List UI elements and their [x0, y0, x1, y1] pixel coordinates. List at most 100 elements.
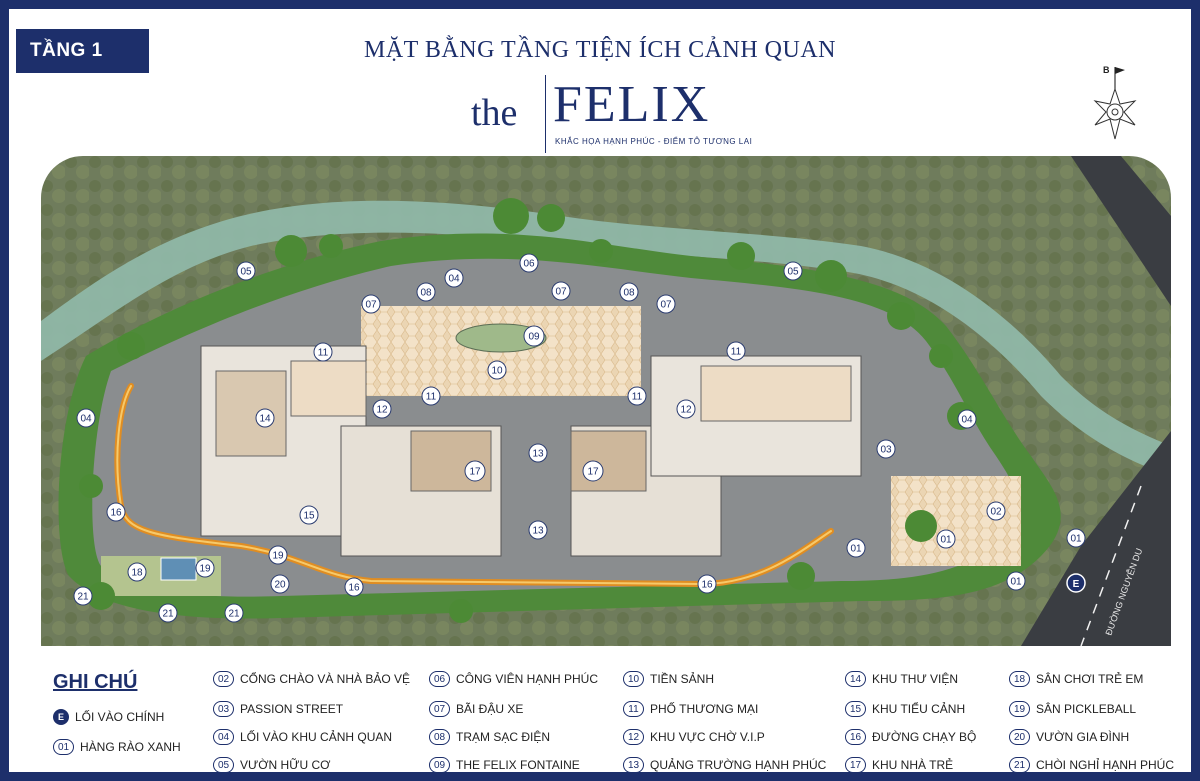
legend-code: 16 [845, 729, 866, 745]
map-marker-label: 04 [448, 274, 460, 285]
map-marker-label: 19 [272, 551, 284, 562]
map-marker-circle [697, 574, 717, 594]
legend-label: LỐI VÀO CHÍNH [75, 710, 165, 724]
map-marker-circle [416, 282, 436, 302]
entrance-marker-label: E [1073, 579, 1080, 590]
legend-label: KHU NHÀ TRẺ [872, 758, 954, 772]
map-marker-label: 14 [259, 414, 271, 425]
map-marker-circle [986, 501, 1006, 521]
road-main [1021, 431, 1171, 646]
legend-code: 14 [845, 671, 866, 687]
map-marker-circle [627, 386, 647, 406]
entrance-marker: E [1066, 573, 1086, 593]
legend-label: SÂN PICKLEBALL [1036, 702, 1137, 716]
legend-title: GHI CHÚ [53, 671, 138, 693]
map-marker-circle [551, 281, 571, 301]
legend-label: SÂN CHƠI TRẺ EM [1036, 672, 1144, 686]
map-marker: 12 [676, 399, 696, 419]
legend-label: HÀNG RÀO XANH [80, 740, 181, 754]
map-marker-circle [487, 360, 507, 380]
map-marker: 14 [255, 408, 275, 428]
map-marker: 11 [313, 342, 333, 362]
tree-cluster [79, 198, 975, 623]
map-marker-label: 04 [80, 414, 92, 425]
map-marker-label: 21 [228, 609, 240, 620]
map-marker: 05 [783, 261, 803, 281]
legend-code: 18 [1009, 671, 1030, 687]
map-marker-label: 05 [240, 267, 252, 278]
legend-label: KHU THƯ VIỆN [872, 672, 959, 686]
logo-divider [545, 75, 546, 153]
fountain-area [455, 323, 547, 353]
legend-label: VƯỜN HỮU CƠ [240, 758, 331, 772]
map-marker: 08 [416, 282, 436, 302]
map-marker: 11 [726, 341, 746, 361]
map-marker-label: 08 [420, 288, 432, 299]
map-marker-circle [519, 253, 539, 273]
map-marker-label: 16 [701, 580, 713, 591]
map-marker-label: 07 [660, 300, 672, 311]
map-marker-circle [270, 574, 290, 594]
map-marker: 11 [421, 386, 441, 406]
map-marker-circle [957, 409, 977, 429]
map-marker-circle [582, 460, 604, 482]
map-marker: 01 [1066, 528, 1086, 548]
legend-item-14: 14 KHU THƯ VIỆN [845, 671, 958, 687]
map-marker-label: 16 [110, 508, 122, 519]
map-marker-circle [528, 520, 548, 540]
legend-code: 03 [213, 701, 234, 717]
map-marker-circle [619, 282, 639, 302]
legend-label: TRẠM SẠC ĐIỆN [456, 730, 551, 744]
legend-item-08: 08 TRẠM SẠC ĐIỆN [429, 729, 550, 745]
map-marker-circle [361, 294, 381, 314]
map-marker-label: 11 [426, 392, 437, 403]
legend-code: 15 [845, 701, 866, 717]
map-marker: 18 [127, 562, 147, 582]
map-marker: 02 [986, 501, 1006, 521]
legend-code: 08 [429, 729, 450, 745]
map-marker: 09 [523, 325, 545, 347]
page-title: MẶT BẰNG TẦNG TIỆN ÍCH CẢNH QUAN [364, 37, 836, 63]
map-marker-label: 03 [880, 445, 892, 456]
map-marker: 21 [158, 603, 178, 623]
map-marker: 05 [236, 261, 256, 281]
map-marker: 13 [528, 520, 548, 540]
map-marker-circle [1066, 528, 1086, 548]
map-marker: 16 [106, 502, 126, 522]
map-marker-circle [876, 439, 896, 459]
map-marker-label: 05 [787, 267, 799, 278]
map-marker-label: 02 [990, 507, 1002, 518]
legend-code: 02 [213, 671, 234, 687]
map-marker-circle [224, 603, 244, 623]
map-marker: 01 [936, 529, 956, 549]
map-marker-circle [106, 502, 126, 522]
legend-code: 01 [53, 739, 74, 755]
map-marker-circle [127, 562, 147, 582]
legend-label: PHỐ THƯƠNG MẠI [650, 702, 759, 716]
road-diagonal [1071, 156, 1171, 306]
map-marker: 16 [344, 577, 364, 597]
map-marker-circle [444, 268, 464, 288]
legend-main-entry: E LỐI VÀO CHÍNH [53, 709, 164, 725]
map-marker-circle [421, 386, 441, 406]
map-marker-label: 10 [491, 366, 503, 377]
river [41, 200, 1171, 477]
map-marker-label: 18 [131, 568, 143, 579]
map-marker-circle [255, 408, 275, 428]
legend-code: 07 [429, 701, 450, 717]
map-marker-label: 01 [1010, 577, 1022, 588]
map-marker-circle [372, 399, 392, 419]
map-marker-label: 15 [303, 511, 315, 522]
map-marker: 21 [224, 603, 244, 623]
legend-label: KHU VỰC CHỜ V.I.P [650, 730, 765, 744]
map-marker: 04 [76, 408, 96, 428]
